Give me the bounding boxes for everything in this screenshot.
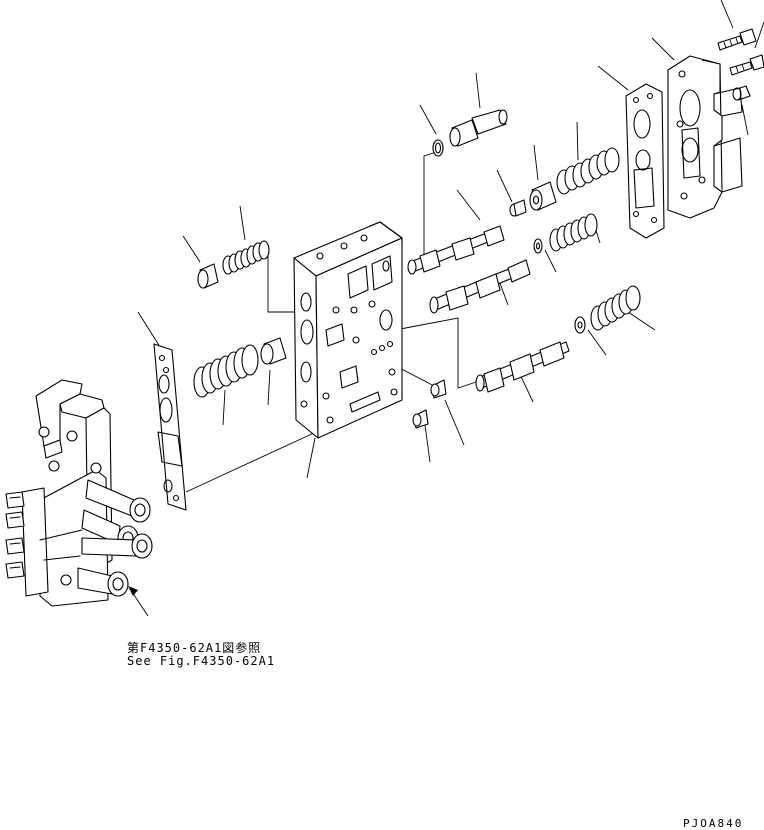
washer-3 xyxy=(574,316,586,334)
spool-2 xyxy=(429,259,531,314)
bolt-lower xyxy=(729,54,764,76)
cover-gasket xyxy=(625,83,665,239)
small-piston xyxy=(509,199,527,217)
reference-note-en: See Fig.F4350-62A1 xyxy=(127,654,276,668)
spring-left-upper xyxy=(222,240,270,275)
plug-screw xyxy=(732,85,751,101)
reference-note-jp: 第F4350-62A1図参照 xyxy=(127,641,262,655)
spool-1 xyxy=(407,225,505,275)
spring-2 xyxy=(549,213,598,252)
spring-3 xyxy=(590,285,641,331)
solenoid-assembly xyxy=(5,379,153,607)
plug-2 xyxy=(412,409,429,429)
reference-arrow xyxy=(128,586,149,617)
spring-seat-1 xyxy=(529,181,557,211)
body-gasket xyxy=(153,343,187,511)
sleeve-plug xyxy=(449,109,508,147)
valve-body xyxy=(293,221,403,439)
o-ring-top xyxy=(432,139,444,157)
end-cover xyxy=(667,55,743,219)
spool-3 xyxy=(475,341,570,393)
plug-left-upper xyxy=(197,263,219,289)
spring-1 xyxy=(556,147,620,195)
plug-1 xyxy=(430,379,447,399)
spring-left-lower xyxy=(193,344,259,398)
spring-seat-left xyxy=(260,337,287,365)
bolt-upper xyxy=(717,28,757,51)
figure-code: PJOA840 xyxy=(683,817,744,830)
washer-2 xyxy=(533,238,543,254)
